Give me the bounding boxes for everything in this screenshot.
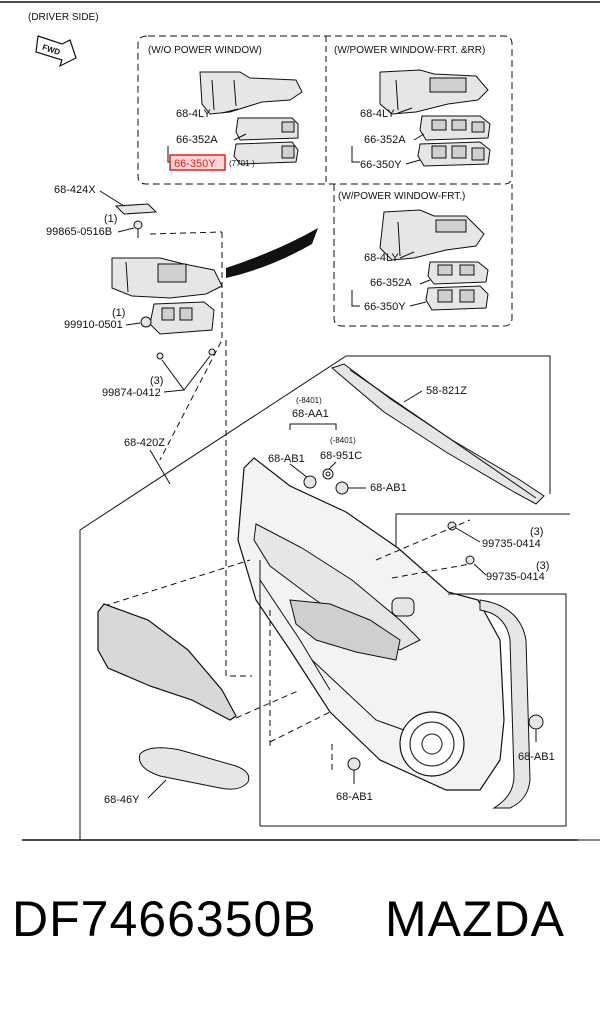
clip-68-ab1-b (335, 481, 349, 495)
label-99735-0414-b: 99735-0414 (486, 571, 545, 583)
trim-pad-68-420z (97, 603, 237, 721)
armrest-panel-a (199, 71, 303, 115)
label-68-4ly-c: 68-4LY (364, 252, 399, 264)
label-68-4ly-a: 68-4LY (176, 108, 211, 120)
screws-99874 (156, 348, 216, 360)
switch-panel-b (417, 141, 491, 167)
pull-handle-68-46y (138, 747, 250, 790)
clip-68-ab1-d (347, 757, 361, 784)
diagram-title: (DRIVER SIDE) (28, 12, 99, 23)
label-58-821z: 58-821Z (426, 385, 467, 397)
label-99874-0412: 99874-0412 (102, 387, 161, 399)
label-68-951c: 68-951C (320, 450, 362, 462)
door-seal-strip (479, 599, 531, 809)
armrest-panel-c (379, 209, 485, 261)
door-trim-panel (237, 457, 505, 791)
label-66-350y-b: 66-350Y (360, 159, 402, 171)
switch-panel-c (425, 285, 489, 311)
label-68-ab1-a: 68-AB1 (268, 453, 305, 465)
label-99910-0501: 99910-0501 (64, 319, 123, 331)
note-8401-b: (-8401) (330, 436, 356, 445)
brand-name: MAZDA (385, 891, 565, 947)
label-99735-0414-a: 99735-0414 (482, 538, 541, 550)
label-68-420z: 68-420Z (124, 437, 165, 449)
group-wo-power-window: (W/O POWER WINDOW) (148, 45, 262, 56)
switch-bezel-b (419, 115, 491, 141)
qty-3c: (3) (536, 560, 549, 572)
qty-1a: (1) (104, 213, 117, 225)
label-66-352a-c: 66-352A (370, 277, 412, 289)
armrest-base-panel (111, 257, 223, 299)
switch-assembly-center (149, 301, 215, 335)
assembly-frame-top (79, 355, 551, 531)
clip-68-ab1-a (303, 475, 317, 489)
part-caption: DF7466350B MAZDA (0, 880, 600, 990)
highlight-box (169, 154, 226, 171)
note-7701: (7701-) (229, 159, 255, 168)
armrest-panel-b (379, 69, 489, 115)
label-66-352a-b: 66-352A (364, 134, 406, 146)
group-power-window-frt: (W/POWER WINDOW-FRT.) (338, 191, 465, 202)
label-68-aa1: 68-AA1 (292, 408, 329, 420)
forward-direction-arrow-icon: FWD (35, 35, 77, 68)
switch-panel-a (233, 141, 299, 165)
clip-68-ab1-c (528, 714, 544, 742)
variant-pointer-arrow-icon (226, 228, 318, 278)
label-66-350y-a: 66-350Y (174, 158, 216, 170)
grommet-68-951c (322, 468, 334, 480)
screw-99735-b (465, 555, 475, 565)
qty-3b: (3) (530, 526, 543, 538)
assembly-frame-right (260, 593, 567, 827)
label-68-ab1-b: 68-AB1 (370, 482, 407, 494)
qty-3a: (3) (150, 375, 163, 387)
label-99865-0516b: 99865-0516B (46, 226, 112, 238)
note-8401-a: (-8401) (296, 396, 322, 405)
label-68-ab1-d: 68-AB1 (336, 791, 373, 803)
switch-bezel-a (235, 117, 299, 141)
label-68-4ly-b: 68-4LY (360, 108, 395, 120)
projection-lines (159, 232, 223, 461)
label-68-46y: 68-46Y (104, 794, 140, 806)
part-number: DF7466350B (12, 891, 317, 947)
label-68-424x: 68-424X (54, 184, 96, 196)
clip-99910 (140, 316, 152, 328)
switch-variants-frame (137, 35, 513, 185)
variant-frt-frame (333, 184, 513, 327)
qty-1b: (1) (112, 307, 125, 319)
weatherstrip-58-821z (330, 363, 545, 505)
label-68-ab1-c: 68-AB1 (518, 751, 555, 763)
trim-clip-424x (114, 203, 158, 215)
group-power-window-frt-rr: (W/POWER WINDOW-FRT. &RR) (334, 45, 485, 56)
label-66-352a-a: 66-352A (176, 134, 218, 146)
screw-99865 (133, 220, 143, 238)
switch-bezel-c (427, 261, 489, 285)
label-66-350y-c: 66-350Y (364, 301, 406, 313)
exploded-view-drawing: (DRIVER SIDE) FWD (W/O POWER WINDOW) (W/… (0, 1, 600, 841)
